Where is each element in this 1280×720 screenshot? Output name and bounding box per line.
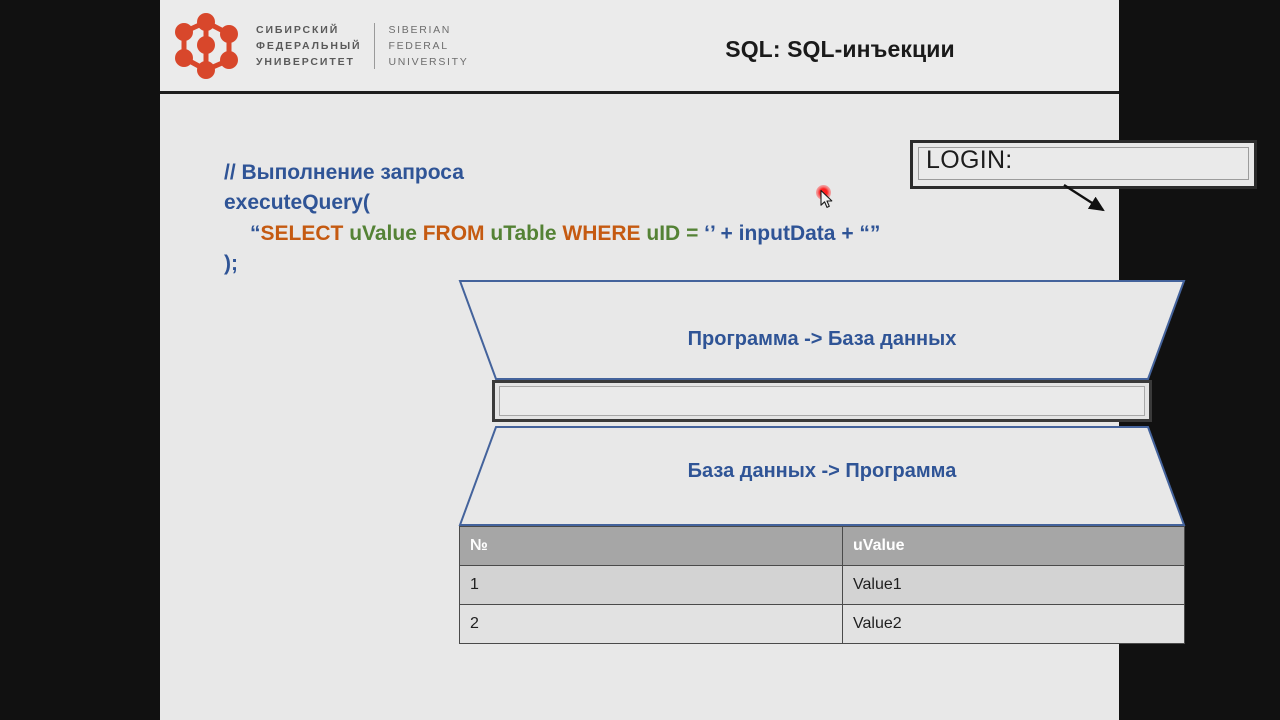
login-label: LOGIN: [926,146,1013,174]
logo-ru-line3: УНИВЕРСИТЕТ [256,56,355,69]
code-ident-uvalue: uValue [349,221,417,245]
flow-diagram: Программа -> База данных База данных -> … [456,278,1188,528]
table-cell-num: 1 [459,565,843,605]
code-ident-uid: uID [646,221,681,245]
code-ident-utable: uTable [490,221,557,245]
flow-top-label: Программа -> База данных [687,328,957,350]
table-row: 1 Value1 [459,565,1185,605]
code-close: ); [224,252,238,276]
trapezoid-db-to-program [458,426,1186,526]
slide-canvas: СИБИРСКИЙ ФЕДЕРАЛЬНЫЙ УНИВЕРСИТЕТ SIBERI… [160,0,1257,720]
result-table: № uValue 1 Value1 2 Value2 [459,526,1185,644]
logo-text-ru: СИБИРСКИЙ ФЕДЕРАЛЬНЫЙ УНИВЕРСИТЕТ [256,22,361,71]
code-kw-where: WHERE [562,221,641,245]
slide-header: СИБИРСКИЙ ФЕДЕРАЛЬНЫЙ УНИВЕРСИТЕТ SIBERI… [160,0,1119,91]
sfu-logo: СИБИРСКИЙ ФЕДЕРАЛЬНЫЙ УНИВЕРСИТЕТ SIBERI… [172,12,468,80]
code-ident-inputdata: inputData [738,221,836,245]
table-header-num: № [459,526,843,566]
logo-wordmark: СИБИРСКИЙ ФЕДЕРАЛЬНЫЙ УНИВЕРСИТЕТ SIBERI… [256,22,468,71]
arrow-cursor-icon [820,190,833,208]
login-input-box[interactable]: LOGIN: [910,140,1257,189]
flow-bottom-label: База данных -> Программа [687,460,957,482]
table-cell-num: 2 [459,604,843,644]
query-string-field[interactable] [499,386,1145,416]
code-quote-open: “ [250,221,261,245]
annotation-arrow-icon [1063,183,1105,212]
page-title: SQL: SQL-инъекции [725,36,955,62]
table-row: 2 Value2 [459,604,1185,644]
code-op-eq: = [686,221,699,245]
code-kw-select: SELECT [260,221,344,245]
code-op-plus-2: + [841,221,854,245]
code-snippet: // Выполнение запроса executeQuery( “SEL… [224,158,880,280]
logo-en-line3: UNIVERSITY [388,56,469,69]
table-cell-uvalue: Value2 [842,604,1185,644]
login-input-field[interactable] [918,147,1249,180]
code-fn-open: executeQuery( [224,191,370,215]
logo-en-line2: FEDERAL [388,39,449,52]
table-cell-uvalue: Value1 [842,565,1185,605]
query-string-box[interactable] [492,380,1152,422]
logo-ru-line1: СИБИРСКИЙ [256,23,340,36]
trapezoid-program-to-db [458,280,1186,380]
code-op-plus-1: + [720,221,733,245]
logo-en-line1: SIBERIAN [388,23,452,36]
table-header-row: № uValue [459,526,1185,566]
code-comment: // Выполнение запроса [224,161,464,184]
code-kw-from: FROM [422,221,485,245]
code-str-close: “” [859,221,881,245]
header-divider [160,91,1119,94]
molecule-logo-icon [175,13,238,79]
logo-ru-line2: ФЕДЕРАЛЬНЫЙ [256,39,362,52]
table-header-uvalue: uValue [842,526,1185,566]
logo-divider [374,22,376,69]
code-str-open: ‘’ [704,221,715,245]
logo-text-en: SIBERIAN FEDERAL UNIVERSITY [388,22,468,71]
